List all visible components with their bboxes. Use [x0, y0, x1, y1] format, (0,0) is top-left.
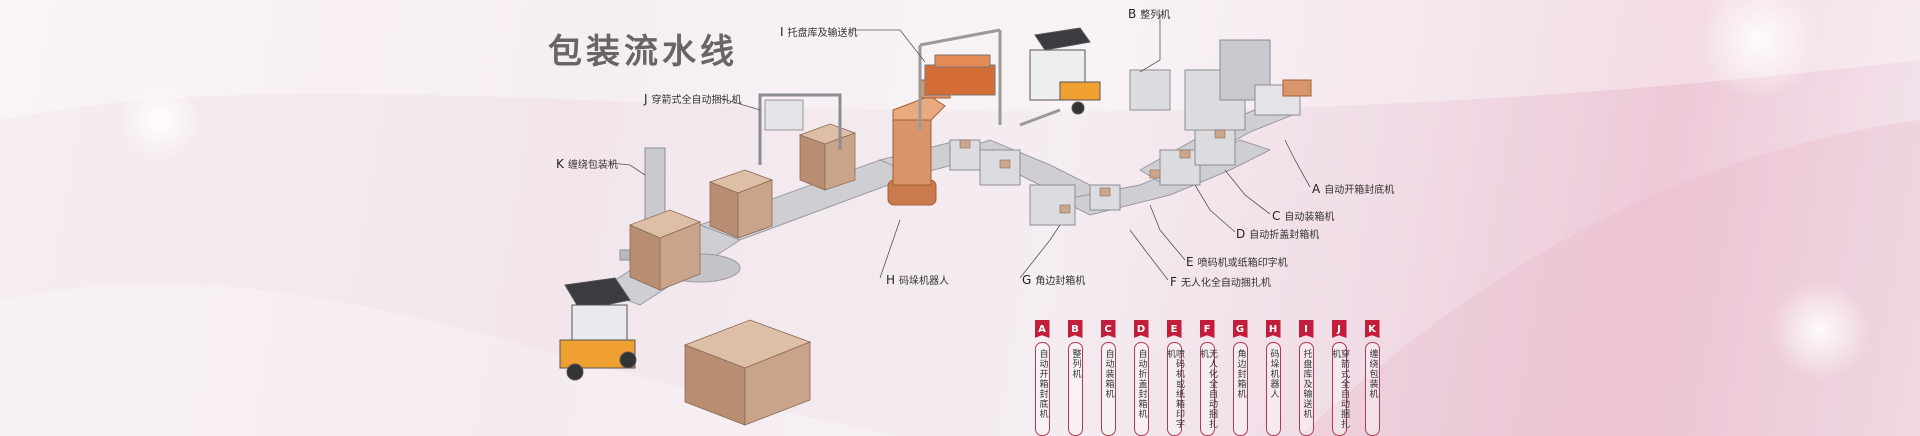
legend-box-g: 角边封箱机	[1232, 342, 1248, 436]
callout-a-label: 自动开箱封底机	[1324, 185, 1395, 196]
legend-item-f: F 无人化全自动捆扎机	[1195, 320, 1219, 436]
legend-letter-f: F	[1199, 320, 1215, 338]
legend-label-k: 缠绕包装机	[1367, 349, 1378, 399]
callout-j-label: 穿箭式全自动捆扎机	[651, 95, 742, 106]
legend-label-h: 码垛机器人	[1268, 349, 1279, 399]
callout-c-letter: C	[1272, 209, 1281, 223]
legend-label-a: 自动开箱封底机	[1037, 349, 1048, 419]
callout-j-letter: J	[644, 92, 648, 106]
legend-letter-b: B	[1067, 320, 1083, 338]
legend-item-j: J 穿箭式全自动捆扎机	[1327, 320, 1351, 436]
callout-h-letter: H	[886, 273, 896, 287]
legend-item-b: B 整列机	[1063, 320, 1087, 436]
callout-b-letter: B	[1128, 7, 1137, 21]
legend-letter-c: C	[1100, 320, 1116, 338]
legend-box-k: 缠绕包装机	[1364, 342, 1380, 436]
legend-letter-a: A	[1034, 320, 1050, 338]
legend-letter-h: H	[1265, 320, 1281, 338]
legend-box-h: 码垛机器人	[1265, 342, 1281, 436]
legend-box-j: 穿箭式全自动捆扎机	[1330, 342, 1349, 436]
callout-h-label: 码垛机器人	[899, 276, 950, 287]
legend-label-g: 角边封箱机	[1235, 349, 1246, 399]
callout-f-letter: F	[1170, 275, 1177, 289]
legend-letter-k: K	[1364, 320, 1380, 338]
callout-b-label: 整列机	[1140, 10, 1171, 21]
callout-i-letter: I	[780, 25, 784, 39]
legend-letter-e: E	[1166, 320, 1182, 338]
callout-d-letter: D	[1236, 227, 1246, 241]
legend-box-b: 整列机	[1067, 342, 1083, 436]
legend-box-d: 自动折盖封箱机	[1133, 342, 1149, 436]
callout-d-label: 自动折盖封箱机	[1249, 230, 1320, 241]
legend-item-d: D 自动折盖封箱机	[1129, 320, 1153, 436]
legend-box-c: 自动装箱机	[1100, 342, 1116, 436]
legend-label-c: 自动装箱机	[1103, 349, 1114, 399]
legend-item-c: C 自动装箱机	[1096, 320, 1120, 436]
callout-g-letter: G	[1022, 273, 1032, 287]
legend-item-i: I 托盘库及输送机	[1294, 320, 1318, 436]
callout-f-label: 无人化全自动捆扎机	[1180, 278, 1271, 289]
legend-letter-i: I	[1298, 320, 1314, 338]
legend-item-e: E 喷码机或纸箱印字机	[1162, 320, 1186, 436]
legend-box-a: 自动开箱封底机	[1034, 342, 1050, 436]
legend-label-j: 穿箭式全自动捆扎机	[1330, 349, 1349, 429]
legend-letter-j: J	[1331, 320, 1347, 338]
legend-letter-d: D	[1133, 320, 1149, 338]
page-title: 包装流水线	[548, 32, 738, 72]
legend-label-e: 喷码机或纸箱印字机	[1165, 349, 1184, 429]
legend-item-h: H 码垛机器人	[1261, 320, 1285, 436]
callout-k-label: 缠绕包装机	[567, 160, 618, 171]
legend-label-f: 无人化全自动捆扎机	[1198, 349, 1217, 429]
callout-i-label: 托盘库及输送机	[787, 28, 858, 39]
legend-item-g: G 角边封箱机	[1228, 320, 1252, 436]
legend-label-b: 整列机	[1070, 349, 1081, 379]
callout-a-letter: A	[1312, 182, 1321, 196]
legend-label-i: 托盘库及输送机	[1301, 349, 1312, 419]
callout-g-label: 角边封箱机	[1035, 276, 1086, 287]
legend-label-d: 自动折盖封箱机	[1136, 349, 1147, 419]
legend-box-i: 托盘库及输送机	[1298, 342, 1314, 436]
legend-item-a: A 自动开箱封底机	[1030, 320, 1054, 436]
legend-box-f: 无人化全自动捆扎机	[1198, 342, 1217, 436]
legend-box-e: 喷码机或纸箱印字机	[1165, 342, 1184, 436]
legend-letter-g: G	[1232, 320, 1248, 338]
callout-c-label: 自动装箱机	[1284, 212, 1335, 223]
legend-item-k: K 缠绕包装机	[1360, 320, 1384, 436]
callout-e-letter: E	[1186, 255, 1194, 269]
callout-k-letter: K	[556, 157, 564, 171]
callout-e-label: 喷码机或纸箱印字机	[1197, 258, 1288, 269]
